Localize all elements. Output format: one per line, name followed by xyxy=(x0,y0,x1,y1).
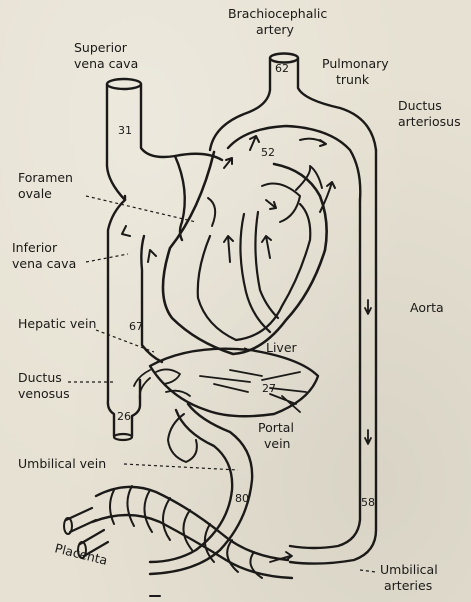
label-umbilical-arteries-2: arteries xyxy=(384,578,432,593)
label-foramen-ovale-2: ovale xyxy=(18,186,52,201)
label-ivc-1: Inferior xyxy=(12,240,58,255)
value-ivc-lower: 26 xyxy=(117,410,131,423)
label-ductus-venosus-2: venosus xyxy=(18,386,70,401)
label-portal-vein-2: vein xyxy=(264,436,290,451)
oxygen-values: 62 31 52 67 26 27 80 58 xyxy=(117,62,375,509)
umbilical-vein xyxy=(150,404,252,574)
label-portal-vein-1: Portal xyxy=(258,420,294,435)
label-foramen-ovale-1: Foramen xyxy=(18,170,73,185)
label-brachiocephalic-2: artery xyxy=(256,22,295,37)
label-umbilical-arteries-1: Umbilical xyxy=(380,562,438,577)
label-aorta: Aorta xyxy=(410,300,444,315)
label-ductus-arteriosus-2: arteriosus xyxy=(398,114,461,129)
value-umbilical-vein: 80 xyxy=(235,492,249,505)
value-ivc-upper: 67 xyxy=(129,320,143,333)
label-brachiocephalic-1: Brachiocephalic xyxy=(228,6,327,21)
label-ivc-2: vena cava xyxy=(12,256,76,271)
value-brachiocephalic: 62 xyxy=(275,62,289,75)
value-aorta-lower: 58 xyxy=(361,496,375,509)
label-svc-1: Superior xyxy=(74,40,128,55)
label-pulmonary-1: Pulmonary xyxy=(322,56,389,71)
value-pulmonary-trunk: 52 xyxy=(261,146,275,159)
label-pulmonary-2: trunk xyxy=(336,72,370,87)
value-portal: 27 xyxy=(262,382,276,395)
label-svc-2: vena cava xyxy=(74,56,138,71)
label-umbilical-vein: Umbilical vein xyxy=(18,456,106,471)
label-ductus-arteriosus-1: Ductus xyxy=(398,98,442,113)
label-hepatic-vein: Hepatic vein xyxy=(18,316,96,331)
value-svc: 31 xyxy=(118,124,132,137)
label-ductus-venosus-1: Ductus xyxy=(18,370,62,385)
liver xyxy=(134,349,318,417)
heart xyxy=(163,152,335,354)
label-liver: Liver xyxy=(266,340,298,355)
